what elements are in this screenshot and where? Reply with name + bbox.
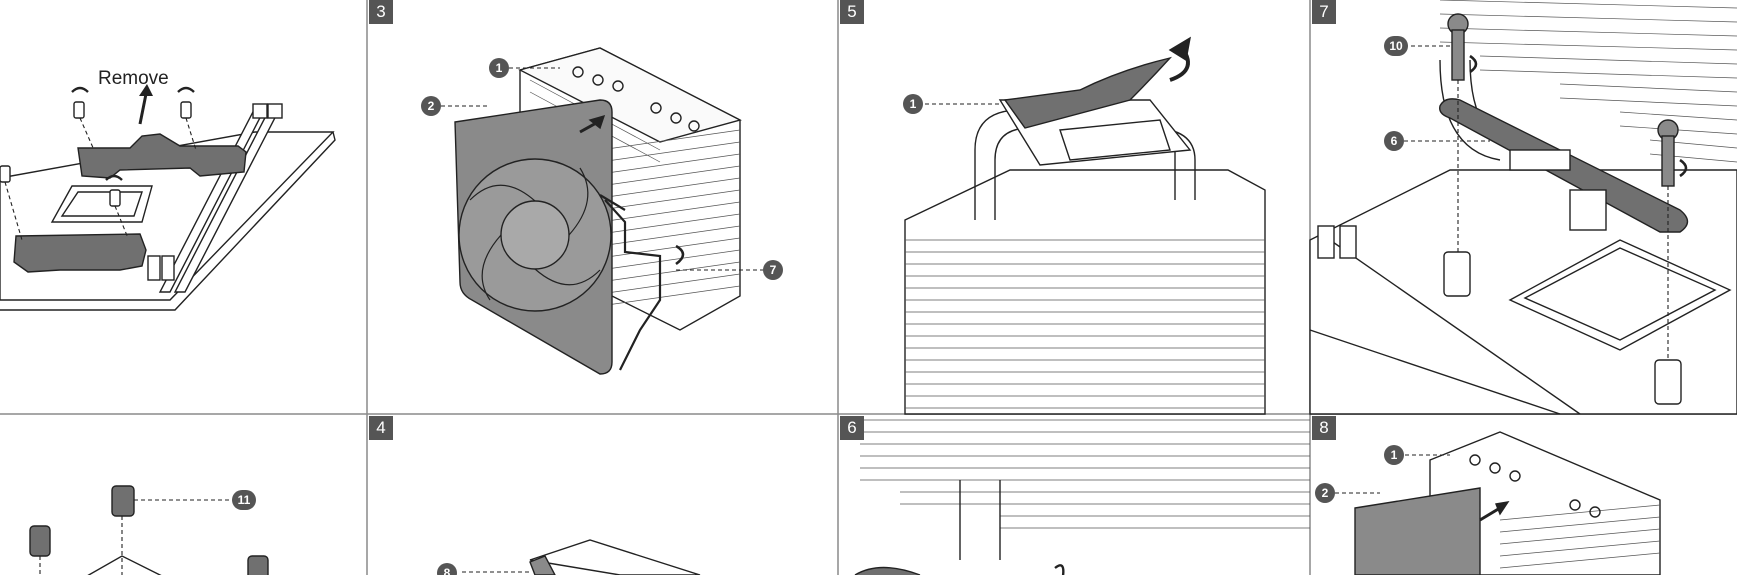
- callout-p7-6: 6: [1384, 131, 1404, 151]
- callout-p5-1: 1: [903, 94, 923, 114]
- callout-p2-11: 11: [232, 490, 256, 510]
- callout-p3-1: 1: [489, 58, 509, 78]
- callout-p3-2: 2: [421, 96, 441, 116]
- panel5-illustration: [904, 36, 1266, 415]
- step-number-7: 7: [1312, 0, 1336, 24]
- callout-p8-2: 2: [1315, 483, 1335, 503]
- step-number-5: 5: [840, 0, 864, 24]
- lower-retention-bracket: [13, 233, 147, 273]
- panel6-illustration: [854, 419, 1310, 575]
- callout-p4-8: 8: [437, 563, 457, 575]
- step-number-4: 4: [369, 416, 393, 440]
- heatpipe-caps: [572, 66, 700, 132]
- step-number-3: 3: [369, 0, 393, 24]
- remove-label: Remove: [98, 68, 169, 89]
- callout-p7-10: 10: [1384, 36, 1408, 56]
- p8-heatpipe-caps: [1469, 454, 1601, 518]
- heatsink-stack: [904, 169, 1266, 415]
- step-number-8: 8: [1312, 416, 1336, 440]
- panel8-illustration: [1335, 431, 1661, 575]
- mounting-screws: [1447, 13, 1679, 187]
- panel3-illustration: [441, 47, 765, 375]
- panel1-illustration: [0, 84, 336, 311]
- panel2-illustration: [29, 485, 269, 575]
- standoffs: [29, 485, 269, 575]
- panel4-illustration: [462, 539, 701, 575]
- panel7-illustration: [1309, 0, 1737, 415]
- callout-p8-1: 1: [1384, 445, 1404, 465]
- callout-p3-7: 7: [763, 260, 783, 280]
- fan-clip: [604, 199, 662, 371]
- step-number-6: 6: [840, 416, 864, 440]
- protective-film: [1003, 56, 1173, 129]
